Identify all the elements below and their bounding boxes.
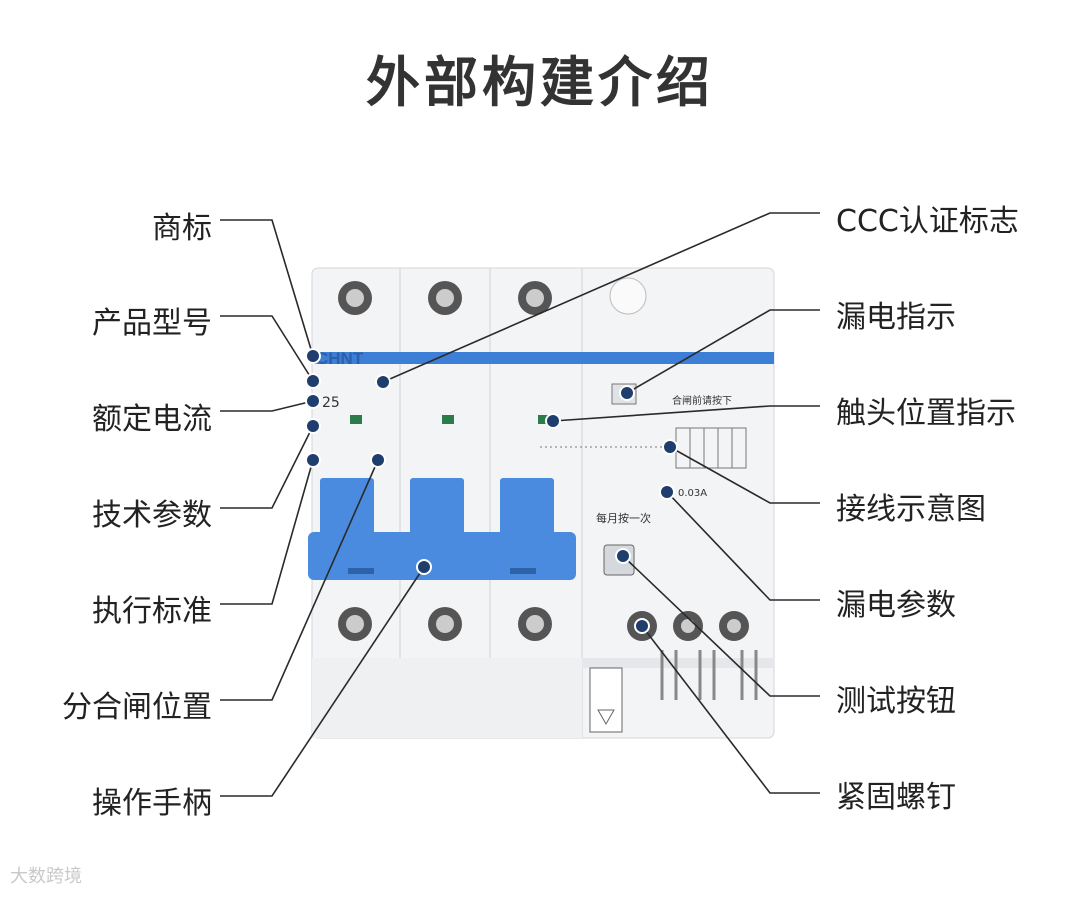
label-standard: 执行标准 <box>92 594 212 629</box>
contact-indicator-1 <box>350 415 362 424</box>
callout-dot <box>305 393 321 409</box>
top-screws <box>338 277 647 315</box>
leak-rating-text: 0.03A <box>678 488 707 499</box>
leader-line <box>382 212 820 383</box>
leader-line <box>626 309 820 394</box>
leader-line <box>622 555 820 697</box>
brand-mark: CHNT <box>316 349 364 368</box>
callout-dot <box>375 374 391 390</box>
watermark: 大数跨境 <box>10 866 82 887</box>
callout-dot <box>545 413 561 429</box>
page-title: 外部构建介绍 <box>366 51 714 114</box>
leader-line <box>641 625 820 794</box>
label-leak-indicator: 漏电指示 <box>836 300 956 335</box>
leader-line <box>666 491 820 601</box>
leader-line <box>220 566 425 797</box>
label-fastening-screw: 紧固螺钉 <box>836 780 956 815</box>
leader-lines <box>220 212 820 797</box>
callout-dot <box>416 559 432 575</box>
leader-line <box>220 219 314 357</box>
callout-dot <box>305 452 321 468</box>
label-contact-position: 触头位置指示 <box>836 396 1016 431</box>
operating-handle <box>308 478 576 580</box>
label-operating-handle: 操作手柄 <box>92 786 212 821</box>
leader-line <box>669 446 820 504</box>
callout-dot <box>659 484 675 500</box>
rated-current-text: 25 <box>322 395 340 411</box>
label-trademark: 商标 <box>152 211 212 246</box>
callout-dot <box>305 418 321 434</box>
leader-line <box>220 425 314 509</box>
label-ccc-mark: CCC认证标志 <box>836 204 1019 239</box>
label-product-model: 产品型号 <box>92 306 212 341</box>
label-test-button: 测试按钮 <box>836 684 956 719</box>
callout-dot <box>305 373 321 389</box>
leader-line <box>220 400 314 412</box>
contact-indicator-2 <box>442 415 454 424</box>
leader-line <box>220 459 314 605</box>
terminals <box>660 650 758 700</box>
callout-dot <box>305 348 321 364</box>
contact-indicator-3 <box>538 415 550 424</box>
label-leak-parameters: 漏电参数 <box>836 588 956 623</box>
test-instruction-text: 每月按一次 <box>596 511 651 525</box>
status-text: 合闸前请按下 <box>672 394 732 407</box>
leader-line <box>220 459 379 701</box>
leader-line <box>552 405 820 422</box>
label-wiring-diagram: 接线示意图 <box>836 492 986 527</box>
callout-dot <box>615 548 631 564</box>
label-rated-current: 额定电流 <box>92 402 212 437</box>
leader-line <box>220 315 314 382</box>
label-technical-parameters: 技术参数 <box>92 498 212 533</box>
callout-dot <box>619 385 635 401</box>
arrow-sticker <box>589 667 623 733</box>
label-open-close-position: 分合闸位置 <box>62 690 212 725</box>
callout-dot <box>634 618 650 634</box>
callout-dot <box>662 439 678 455</box>
callout-dot <box>370 452 386 468</box>
callout-dots <box>305 348 678 634</box>
